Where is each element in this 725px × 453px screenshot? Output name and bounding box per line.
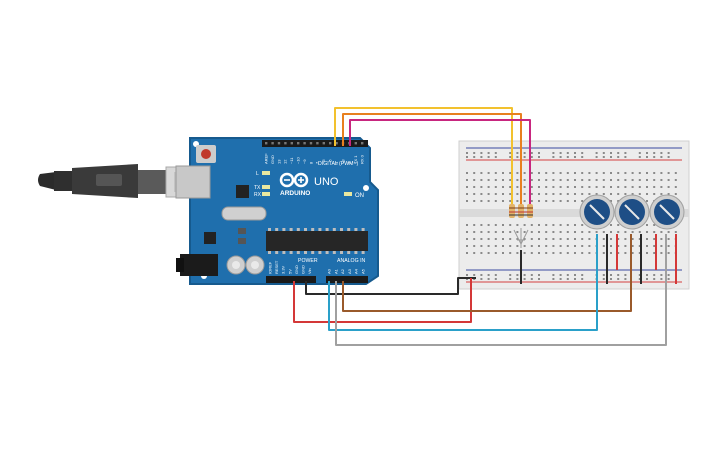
power-pin-header <box>266 276 316 283</box>
analog-pin-label: A0 <box>327 268 332 274</box>
power-pin-label: Vin <box>307 268 312 274</box>
digital-pin-hole <box>329 142 332 145</box>
digital-pin-hole <box>322 142 325 145</box>
digital-pin-label: ~6 <box>321 159 326 164</box>
digital-pin-label: ~10 <box>296 156 301 164</box>
analog-header-label: ANALOG IN <box>337 258 366 264</box>
potentiometer-3 <box>649 194 685 230</box>
resistor-1 <box>509 204 515 218</box>
digital-pin-label: ~5 <box>328 159 333 164</box>
digital-pin-label: 13 <box>276 159 281 164</box>
wire-black <box>305 277 476 295</box>
wire-red <box>293 278 472 323</box>
wire-gray <box>335 234 667 346</box>
digital-pin-label: 4 <box>334 161 339 164</box>
digital-pin-label: 7 <box>315 161 320 164</box>
analog-pin-header <box>326 276 368 283</box>
digital-pin-label: GND <box>270 155 275 164</box>
digital-pin-label: ~11 <box>289 157 294 164</box>
resistor-2 <box>518 204 524 218</box>
digital-pin-label: TX 1 <box>353 155 358 164</box>
wire-brown <box>342 234 632 312</box>
power-jack <box>180 254 218 276</box>
arduino-logo <box>279 172 309 188</box>
digital-pin-label: ~9 <box>302 159 307 164</box>
potentiometer-2 <box>614 194 650 230</box>
rx-label: RX <box>254 192 262 198</box>
wire-blue <box>328 234 598 331</box>
digital-pin-hole <box>271 142 274 145</box>
on-label: ON <box>355 193 364 199</box>
rgb-led <box>513 228 529 248</box>
digital-pin-hole <box>309 142 313 145</box>
wires <box>293 107 677 346</box>
digital-pin-label: ~3 <box>340 159 345 164</box>
digital-pin-header <box>262 140 368 147</box>
analog-pin-label: A2 <box>340 268 345 274</box>
wire-orange <box>342 113 522 206</box>
wire-magenta <box>349 119 531 206</box>
digital-pin-hole <box>303 142 306 145</box>
resistors <box>509 204 533 218</box>
digital-pin-label: RX 0 <box>360 154 365 164</box>
digital-pin-hole <box>335 142 338 145</box>
digital-header-label: DIGITAL (PWM~) <box>318 161 358 167</box>
digital-pin-label: 8 <box>308 161 313 164</box>
digital-pin-hole <box>361 142 364 145</box>
model-label: UNO <box>314 176 339 188</box>
power-header-label: POWER <box>298 258 318 264</box>
analog-pin-label: A4 <box>354 268 359 274</box>
digital-pin-label: 2 <box>347 161 352 164</box>
brand-label: ARDUINO <box>280 190 310 197</box>
atmega-chip <box>266 228 368 254</box>
digital-pin-hole <box>265 142 268 145</box>
power-pin-label: RESET <box>274 260 279 274</box>
digital-pin-hole <box>290 142 293 145</box>
wire-yellow <box>334 107 513 206</box>
power-pin-label: 5V <box>287 269 292 274</box>
digital-pin-hole <box>297 142 300 145</box>
digital-pin-hole <box>284 142 287 145</box>
analog-pin-label: A1 <box>333 268 338 274</box>
power-pin-label: 3.3V <box>281 265 286 274</box>
tx-label: TX <box>254 185 261 191</box>
power-pin-label: GND <box>301 265 306 274</box>
digital-pin-hole <box>316 142 319 145</box>
l-label: L <box>256 171 259 177</box>
analog-pin-label: A3 <box>347 268 352 274</box>
potentiometer-1 <box>579 194 615 230</box>
digital-pin-hole <box>354 142 357 145</box>
power-pin-label: GND <box>294 265 299 274</box>
resistor-3 <box>527 204 533 218</box>
analog-pin-label: A5 <box>361 268 366 274</box>
digital-pin-label: 12 <box>283 159 288 164</box>
digital-pin-hole <box>277 142 281 145</box>
power-pin-label: IOREF <box>268 261 273 274</box>
digital-pin-label: AREF <box>264 153 269 164</box>
